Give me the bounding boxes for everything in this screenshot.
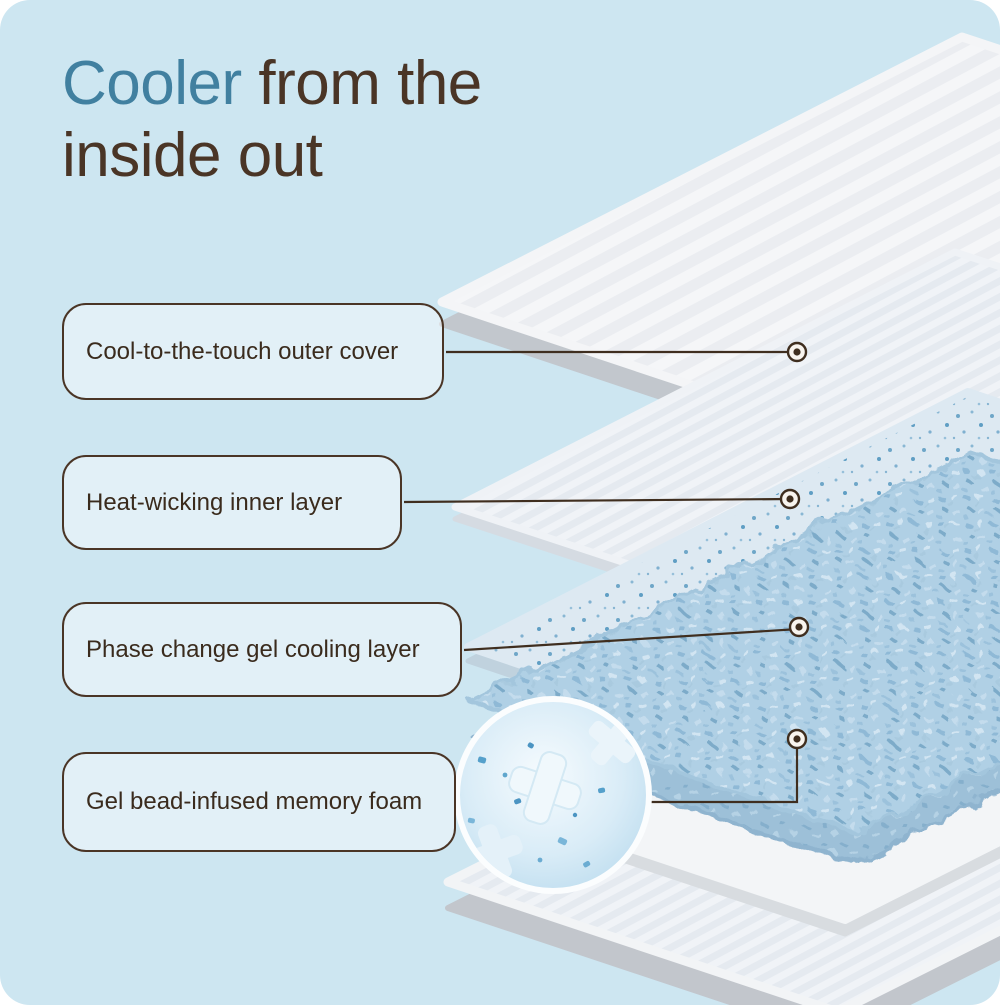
- title-line-1: Cooler from the: [62, 48, 482, 120]
- connector-line-3: [463, 627, 800, 652]
- gel-bead-foam-closeup: [454, 696, 652, 894]
- connector-line-2: [403, 497, 791, 504]
- callout-inner-layer: Heat-wicking inner layer: [62, 455, 402, 550]
- callout-outer-cover: Cool-to-the-touch outer cover: [62, 303, 444, 400]
- callout-gel-bead-memory-foam: Gel bead-infused memory foam: [62, 752, 456, 852]
- callout-label: Gel bead-infused memory foam: [86, 788, 423, 815]
- callout-dot-marker-3: [788, 616, 810, 638]
- callout-dot-marker-1: [786, 341, 808, 363]
- title-line1-rest: from the: [241, 49, 482, 118]
- title-line-2: inside out: [62, 120, 323, 190]
- callout-gel-cooling-layer: Phase change gel cooling layer: [62, 602, 462, 697]
- callout-dot-marker-2: [779, 488, 801, 510]
- callout-label: Cool-to-the-touch outer cover: [86, 337, 399, 365]
- callout-label: Phase change gel cooling layer: [86, 635, 420, 663]
- callout-dot-marker-4: [786, 728, 808, 750]
- callout-label: Heat-wicking inner layer: [86, 488, 343, 516]
- title-highlight: Cooler: [62, 49, 242, 118]
- page-title: Cooler from the inside out: [62, 48, 482, 192]
